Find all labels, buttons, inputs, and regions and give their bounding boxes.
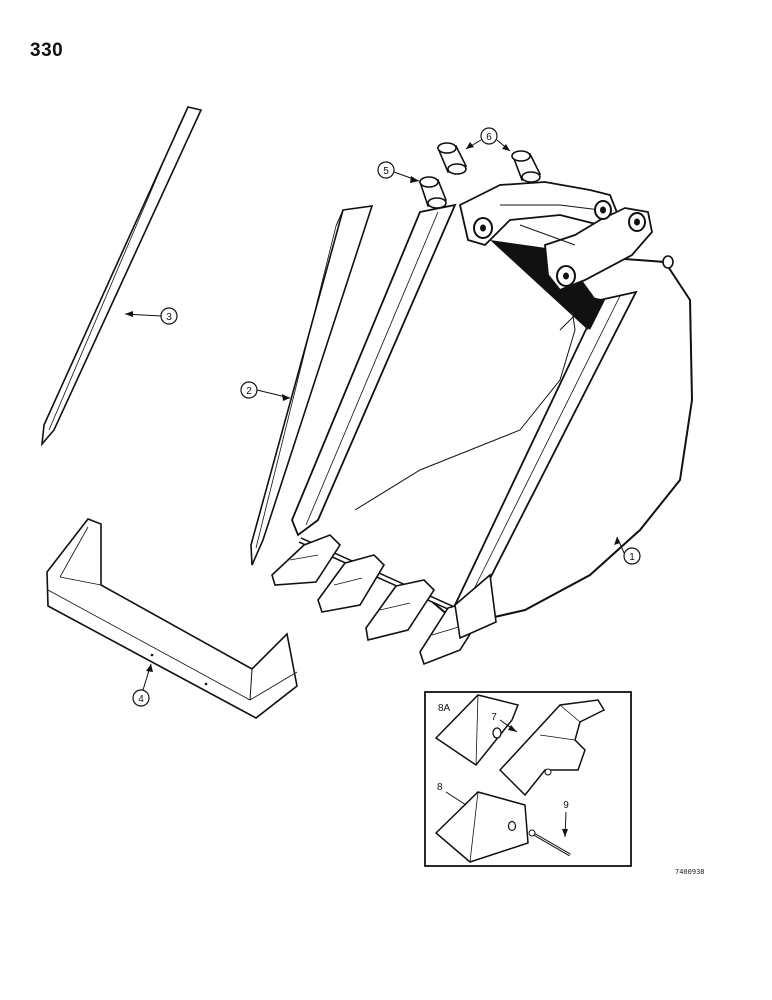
callout-7-label: 7	[491, 712, 497, 723]
part-8a-tooth-point	[434, 694, 520, 767]
bucket-teeth	[271, 534, 497, 666]
callout-9-label: 9	[563, 800, 569, 811]
callout-6-label: 6	[486, 132, 492, 143]
part-9-retaining-pin	[528, 829, 571, 857]
callout-3-label: 3	[166, 312, 172, 323]
part-4-cutting-edge	[46, 518, 298, 719]
callout-2-label: 2	[246, 386, 252, 397]
callout-5-label: 5	[383, 166, 389, 177]
part-3-side-cutter	[40, 106, 203, 447]
bucket-tooth	[317, 554, 386, 613]
callout-7: 7	[491, 712, 518, 733]
part-5-bushing	[418, 176, 448, 209]
part-2-side-cutter	[250, 205, 374, 566]
callout-1-label: 1	[629, 552, 635, 563]
callout-4-label: 4	[138, 694, 144, 705]
part-6-bushing-left	[436, 142, 468, 175]
callout-6: 6	[465, 127, 511, 152]
callout-8-label: 8	[437, 782, 443, 793]
tooth-detail-inset	[424, 691, 632, 867]
callout-8: 8	[437, 782, 467, 806]
callout-3: 3	[124, 307, 178, 325]
callout-2: 2	[240, 381, 291, 401]
callout-9: 9	[562, 800, 569, 838]
bucket-tooth	[365, 579, 436, 641]
figure-code: 7400938	[675, 868, 705, 876]
page-number: 330	[30, 40, 64, 61]
part-8-tooth-point	[434, 791, 529, 863]
bucket-tooth	[271, 534, 342, 586]
part-7-tooth-shank	[498, 699, 606, 797]
callout-5: 5	[377, 161, 420, 183]
callout-8a: 8A	[438, 703, 451, 714]
part-6-bushing-right	[511, 150, 542, 183]
callout-8a-label: 8A	[438, 703, 451, 714]
callout-1: 1	[614, 536, 641, 565]
part-1-bucket	[291, 181, 694, 627]
callout-4: 4	[132, 663, 153, 707]
